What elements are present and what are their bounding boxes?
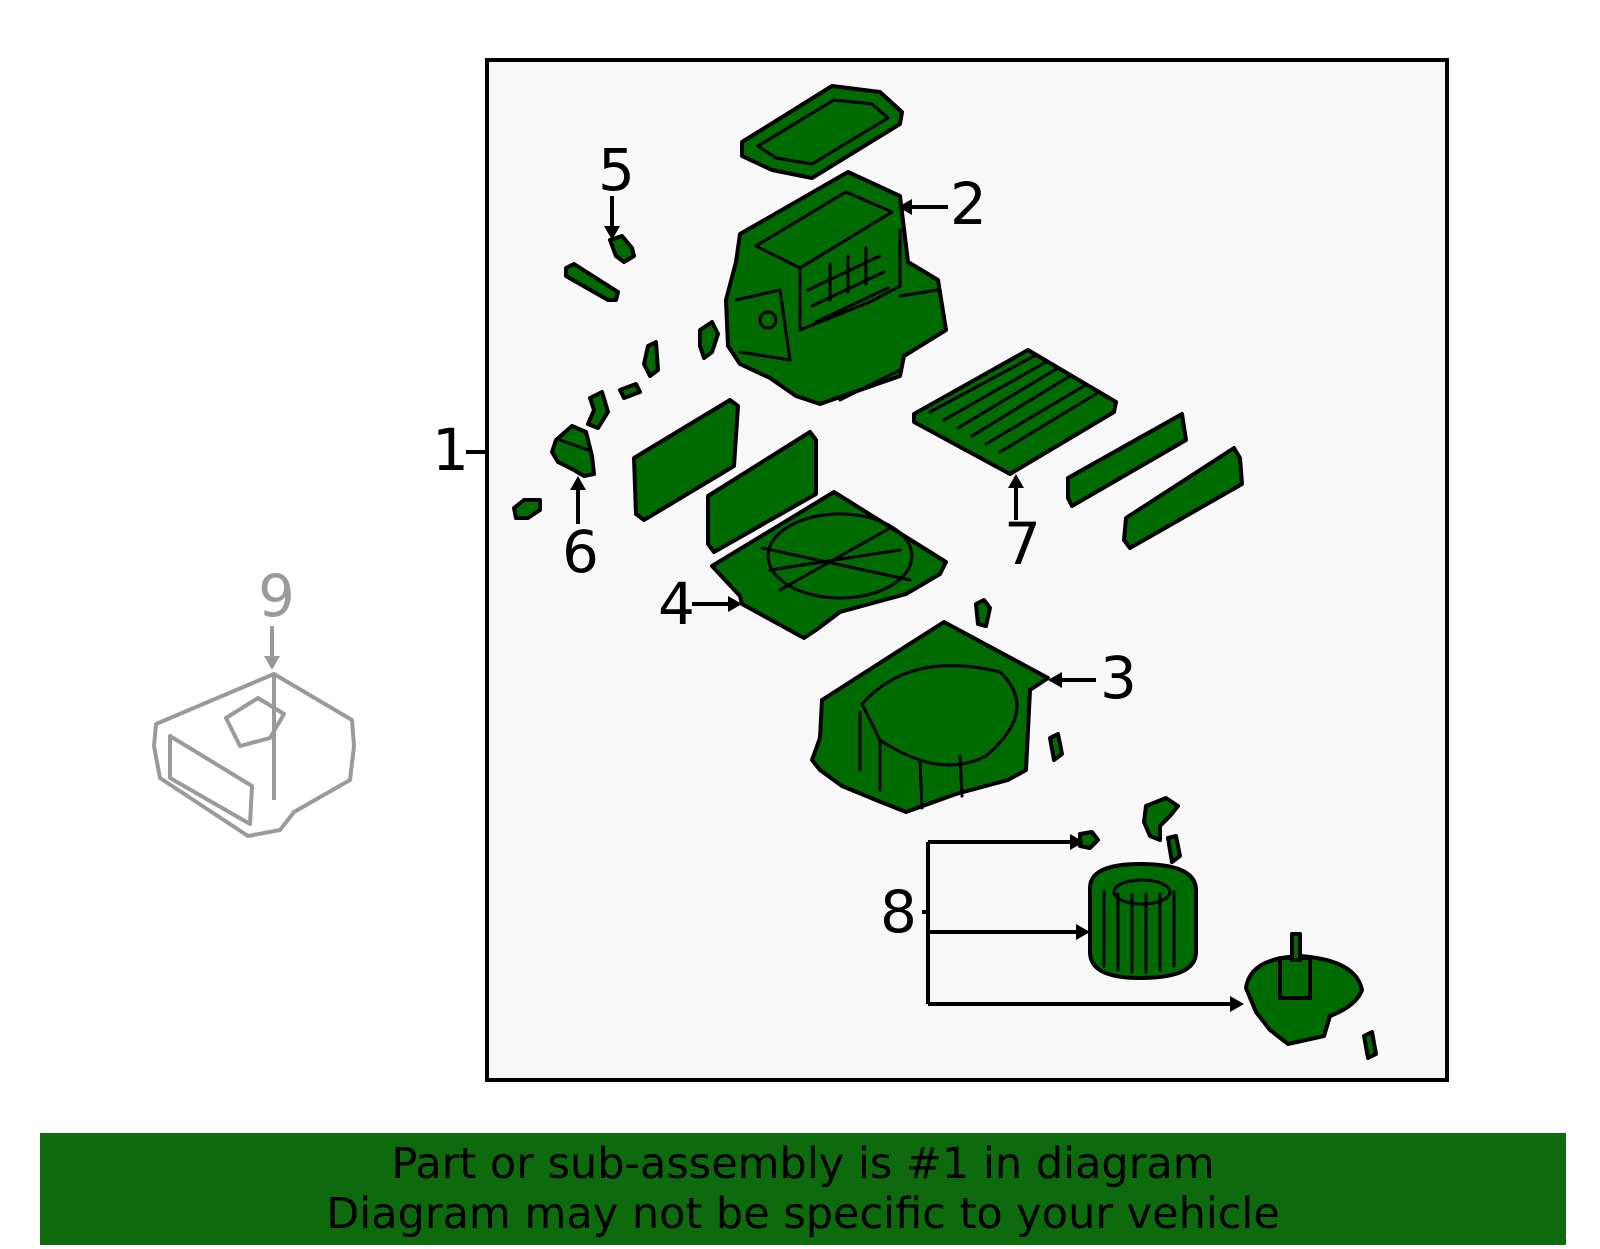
leader-2 xyxy=(898,199,948,215)
part-rod[interactable] xyxy=(564,262,620,302)
part-8-bracket[interactable] xyxy=(1142,796,1180,842)
part-upper-case[interactable] xyxy=(724,170,948,406)
part-6-actuator[interactable] xyxy=(550,424,596,478)
footer-banner: Part or sub-assembly is #1 in diagram Di… xyxy=(40,1133,1566,1245)
part-clip-a[interactable] xyxy=(698,320,720,360)
callout-5: 5 xyxy=(598,136,635,204)
part-3-blower-case[interactable] xyxy=(810,620,1050,814)
assembly-panel xyxy=(485,58,1449,1082)
callout-1: 1 xyxy=(432,416,469,484)
part-cover-plate[interactable] xyxy=(740,84,904,180)
callout-8: 8 xyxy=(880,878,917,946)
part-8-blower-wheel[interactable] xyxy=(1088,862,1198,980)
part-9-air-duct[interactable] xyxy=(152,672,356,838)
part-filter-tray-b[interactable] xyxy=(1122,446,1244,550)
leader-7 xyxy=(1008,474,1024,520)
callout-3: 3 xyxy=(1100,644,1137,712)
part-bolt-left[interactable] xyxy=(512,498,542,520)
leader-5 xyxy=(604,196,620,240)
footer-line-2: Diagram may not be specific to your vehi… xyxy=(326,1189,1280,1239)
part-8-screw-c[interactable] xyxy=(1362,1030,1378,1060)
part-filter-tray-a[interactable] xyxy=(1066,412,1188,508)
callout-7: 7 xyxy=(1004,510,1041,578)
leader-8 xyxy=(922,834,1244,1012)
leader-4 xyxy=(692,596,742,612)
part-clip-b[interactable] xyxy=(642,340,660,378)
footer-line-1: Part or sub-assembly is #1 in diagram xyxy=(391,1139,1215,1189)
part-7-air-filter[interactable] xyxy=(912,348,1118,476)
part-8-screw-b[interactable] xyxy=(1166,834,1182,864)
leader-3 xyxy=(1048,672,1096,688)
callout-2: 2 xyxy=(950,170,987,238)
part-clip-c[interactable] xyxy=(618,382,642,400)
part-bolt-top[interactable] xyxy=(974,598,992,628)
callout-6: 6 xyxy=(562,518,599,586)
callout-4: 4 xyxy=(658,570,695,638)
part-door-b[interactable] xyxy=(706,430,818,554)
callout-9: 9 xyxy=(258,562,295,630)
leader-6 xyxy=(570,476,586,524)
part-door-a[interactable] xyxy=(632,398,740,522)
part-4-filter-frame[interactable] xyxy=(710,490,948,640)
leader-9 xyxy=(264,626,280,670)
part-clip-d[interactable] xyxy=(586,390,610,430)
part-8-blower-motor[interactable] xyxy=(1244,932,1364,1046)
part-5-clip[interactable] xyxy=(608,234,636,264)
part-bolt-right[interactable] xyxy=(1048,732,1064,762)
